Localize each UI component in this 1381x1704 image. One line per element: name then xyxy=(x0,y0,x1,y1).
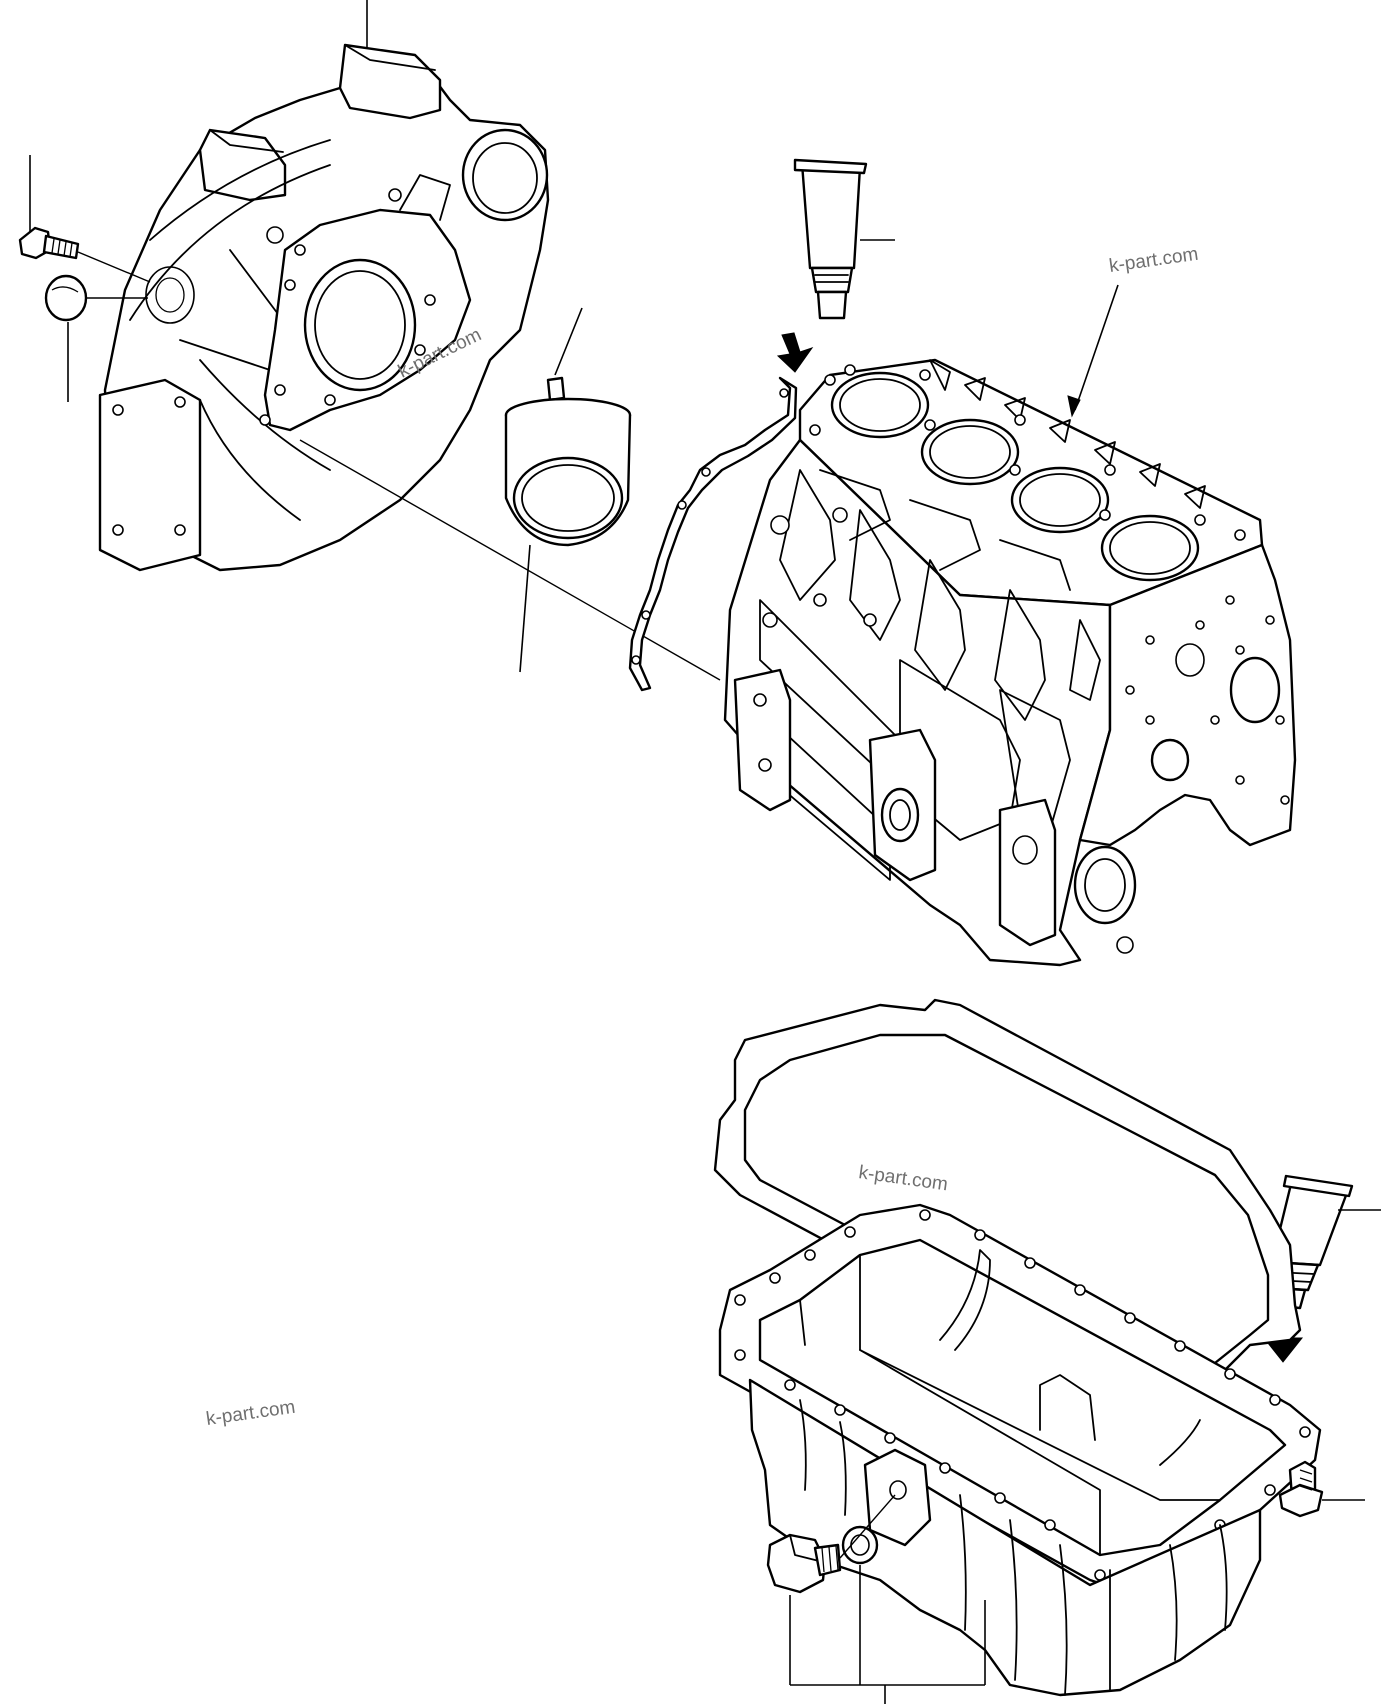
bottom-leader-bracket xyxy=(789,1565,986,1704)
crank-axis-line xyxy=(299,439,721,681)
sealant-arrow-top xyxy=(776,332,814,373)
washer-icon xyxy=(841,1525,879,1565)
watermark-bottom-left: k-part.com xyxy=(205,1397,297,1430)
flywheel-housing-icon xyxy=(98,43,550,572)
sealant-tube-icon xyxy=(793,158,895,320)
drain-plug-icon xyxy=(766,1533,842,1594)
drain-axis-line xyxy=(839,1494,896,1559)
block-leader-arrow xyxy=(1067,395,1081,418)
watermark-top-right: k-part.com xyxy=(1108,244,1200,277)
plug-cap-icon xyxy=(44,274,88,322)
rear-plate-gasket-icon xyxy=(628,376,798,692)
oil-pan-icon xyxy=(718,1203,1322,1697)
cylinder-block-icon xyxy=(723,358,1297,967)
bolt-icon xyxy=(18,226,80,260)
oil-seal-leader xyxy=(519,544,531,673)
bolt-axis-line xyxy=(77,251,151,283)
oil-pan-gasket-icon xyxy=(713,998,1302,1412)
block-leader xyxy=(1074,284,1119,411)
oil-seal-icon xyxy=(504,397,632,547)
dowel-leader xyxy=(554,307,583,376)
bolt-icon xyxy=(1278,1460,1324,1518)
dowel-pin-icon xyxy=(546,376,566,402)
